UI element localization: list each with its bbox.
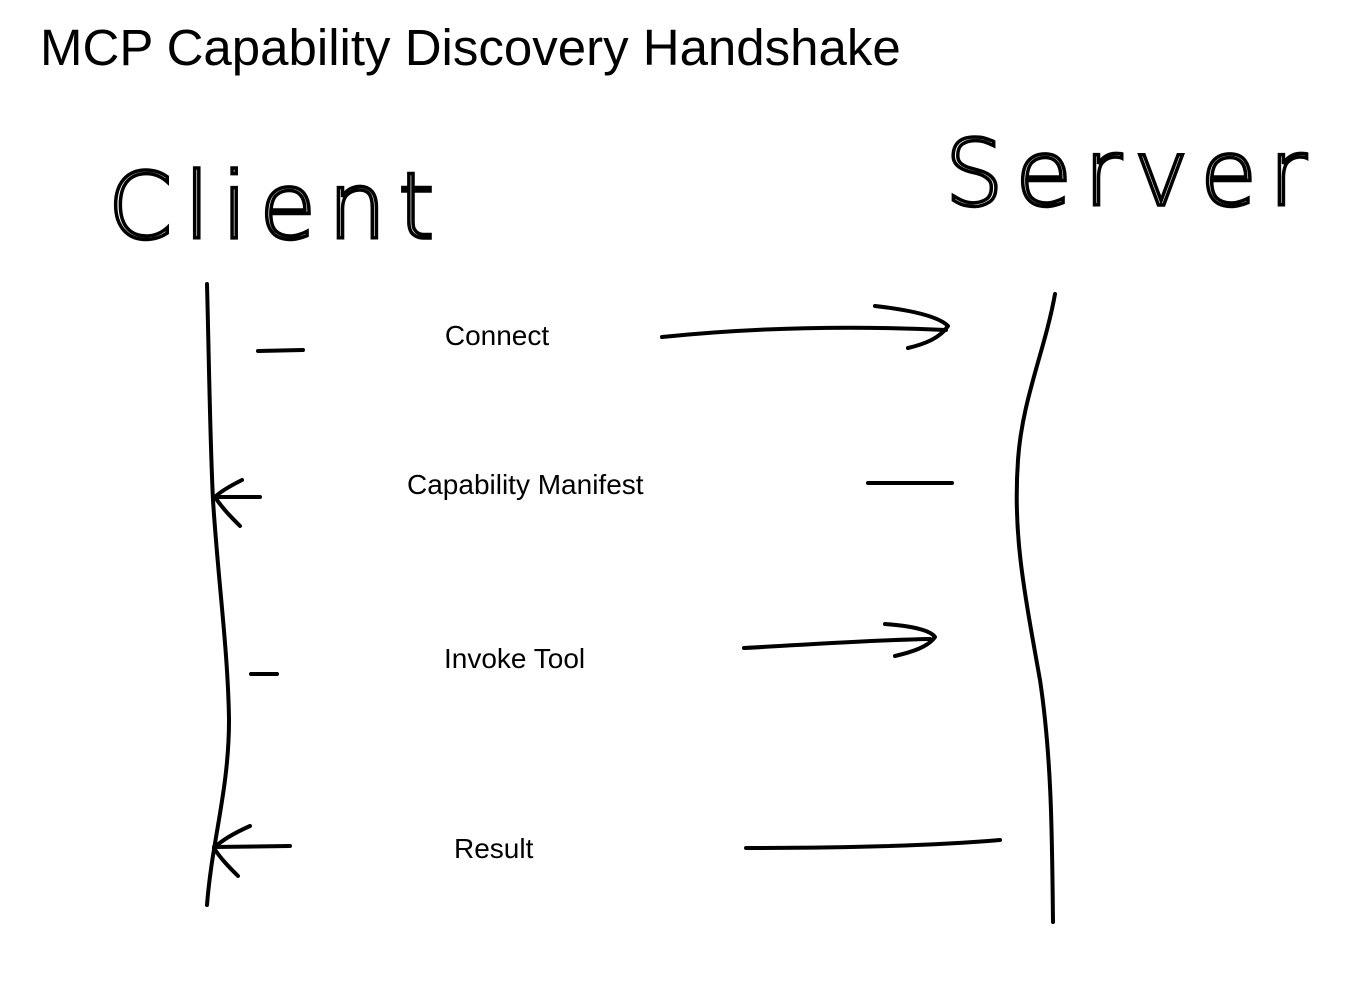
arrowhead-right-icon xyxy=(883,622,937,658)
arrow-line xyxy=(744,838,1002,850)
message-label: Connect xyxy=(445,320,550,351)
arrowhead-right-icon xyxy=(873,304,950,350)
server-label: Server xyxy=(945,120,1319,227)
arrow-line xyxy=(660,325,948,339)
message-label: Capability Manifest xyxy=(407,469,644,500)
diagram-title: MCP Capability Discovery Handshake xyxy=(40,19,901,76)
client-label: Client xyxy=(108,153,446,260)
message-label: Invoke Tool xyxy=(444,643,585,674)
message-invoke-tool: Invoke Tool xyxy=(249,622,937,676)
server-lifeline xyxy=(1014,292,1057,924)
client-lifeline xyxy=(205,282,231,907)
message-label: Result xyxy=(454,833,534,864)
message-result: Result xyxy=(212,824,1002,878)
arrow-line xyxy=(742,637,932,650)
message-capability-manifest: Capability Manifest xyxy=(213,469,954,528)
dash xyxy=(256,348,305,353)
arrowhead-left-icon xyxy=(213,478,262,528)
message-connect: Connect xyxy=(256,304,950,353)
arrowhead-left-icon xyxy=(212,824,292,878)
